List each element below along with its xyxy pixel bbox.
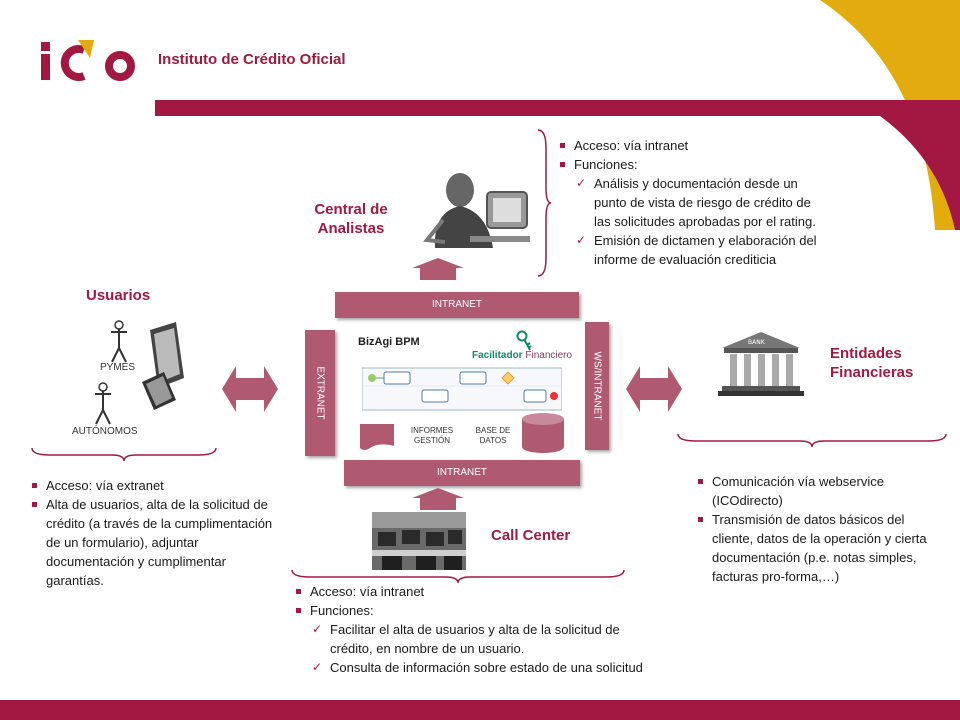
usuarios-bullet: Alta de usuarios, alta de la solicitud d… <box>28 495 276 590</box>
entidades-bullet: Transmisión de datos básicos del cliente… <box>694 510 934 586</box>
arrow-entidades-icon <box>626 366 682 412</box>
up-arrow-central-icon <box>412 258 464 280</box>
usuarios-bullet: Acceso: vía extranet <box>28 476 276 495</box>
bpm-process-diagram <box>362 367 562 411</box>
call-center-photo-icon <box>372 512 466 570</box>
person-pymes-icon <box>111 320 127 363</box>
callcenter-info: Acceso: vía intranet Funciones: Facilita… <box>292 582 662 677</box>
central-bullet: Acceso: vía intranet <box>556 136 828 155</box>
bracket-central <box>537 129 552 277</box>
bracket-usuarios <box>31 447 217 462</box>
facilitador-logo: Facilitador Financiero <box>472 350 573 361</box>
bizagi-label: BizAgi BPM <box>358 336 420 348</box>
central-check: Emisión de dictamen y elaboración del in… <box>574 231 828 269</box>
entidades-bullet: Comunicación vía webservice (ICOdirecto) <box>694 472 934 510</box>
intranet-bottom-bar: INTRANET <box>344 460 580 486</box>
entidades-info: Comunicación vía webservice (ICOdirecto)… <box>694 472 934 586</box>
computer-terminal-icon <box>142 322 184 410</box>
intranet-top-bar: INTRANET <box>335 292 579 318</box>
pymes-label: PYMES <box>100 362 136 373</box>
central-info: Acceso: vía intranet Funciones: Análisis… <box>556 136 828 269</box>
bpm-panel: BizAgi BPM Facilitador Financiero INFORM… <box>344 330 584 456</box>
informes-icon <box>360 424 394 450</box>
callcenter-bullet: Funciones: Facilitar el alta de usuarios… <box>292 601 662 677</box>
call-center-title: Call Center <box>491 527 571 544</box>
arrow-usuarios-icon <box>222 366 278 412</box>
institution-name: Instituto de Crédito Oficial <box>158 51 346 68</box>
callcenter-check: Facilitar el alta de usuarios y alta de … <box>310 620 662 658</box>
analyst-workstation-icon <box>423 173 530 248</box>
usuarios-info: Acceso: vía extranet Alta de usuarios, a… <box>28 476 276 590</box>
usuarios-title: Usuarios <box>86 287 151 304</box>
person-autonomos-icon <box>95 382 111 425</box>
entidades-title: Entidades Financieras <box>830 345 914 381</box>
informes-label: INFORMES GESTIÓN <box>410 426 454 445</box>
footer-band <box>0 700 960 720</box>
bank-sign-text: BANK <box>748 339 766 346</box>
database-icon <box>522 413 564 453</box>
up-arrow-callcenter-icon <box>412 488 464 510</box>
bank-building-icon: BANK <box>718 332 804 396</box>
callcenter-bullet: Acceso: vía intranet <box>292 582 662 601</box>
callcenter-check: Consulta de información sobre estado de … <box>310 658 662 677</box>
ico-logo-icon <box>41 40 135 81</box>
central-analistas-title: Central de Analistas <box>314 201 388 237</box>
extranet-bar: EXTRANET <box>305 330 335 456</box>
central-bullet: Funciones: Análisis y documentación desd… <box>556 155 828 269</box>
central-check: Análisis y documentación desde un punto … <box>574 174 828 231</box>
ws-intranet-bar: WS/INTRANET <box>585 322 609 450</box>
bracket-callcenter <box>291 569 625 584</box>
key-icon <box>516 330 532 351</box>
bracket-entidades <box>677 433 947 448</box>
autonomos-label: AUTÓNOMOS <box>72 426 138 437</box>
header-band <box>155 100 960 116</box>
base-datos-label: BASE DE DATOS <box>475 426 511 445</box>
